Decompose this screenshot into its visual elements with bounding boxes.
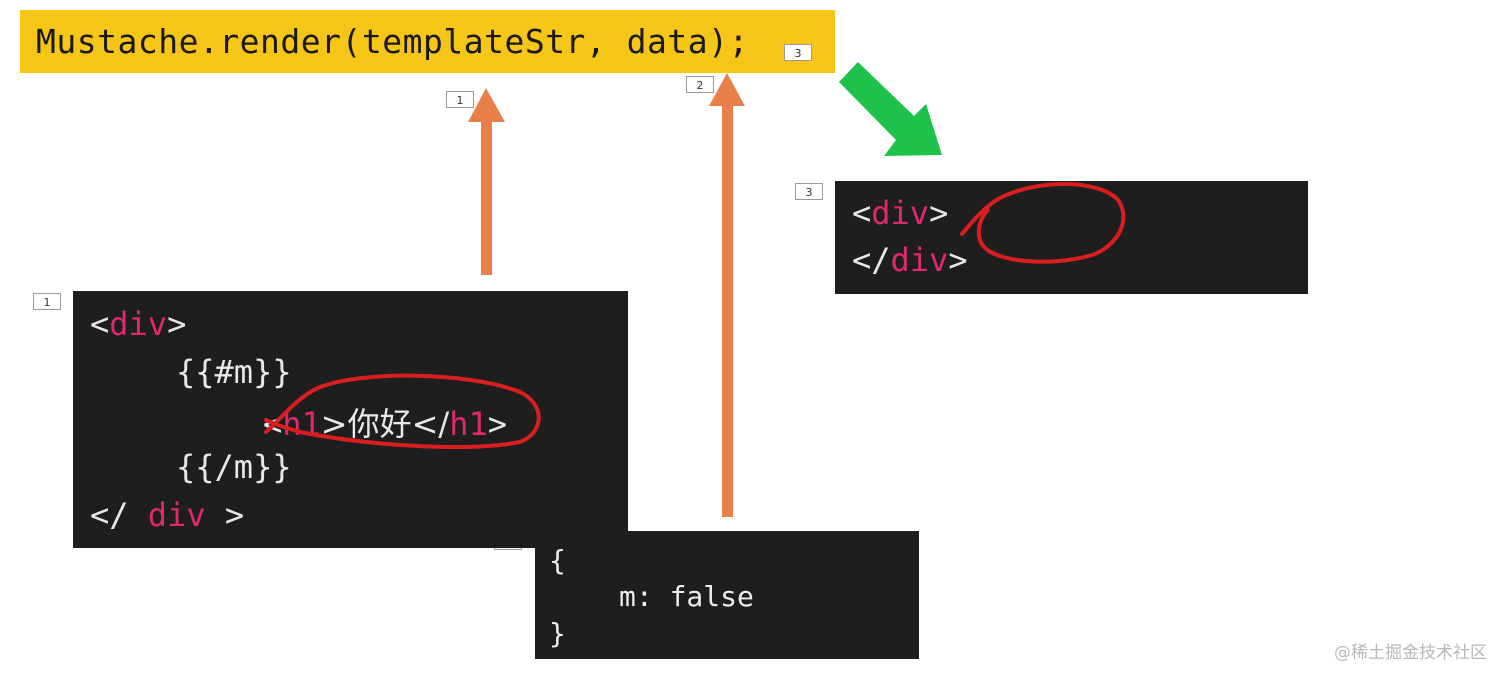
template-line-section-close: {{/m}} [176,448,292,486]
arrow-data-to-render [709,73,745,517]
data-line-open-brace: { [549,544,566,577]
template-step-label: 1 [33,293,61,310]
arrow-template-to-render [468,88,505,275]
highlight-h1-circle [264,373,541,449]
data-line-close-brace: } [549,617,566,650]
template-line-close-div: </ div > [90,496,245,534]
template-line-section-open: {{#m}} [176,353,292,391]
result-line-close-div: </div> [852,241,968,279]
template-line-open-div: <div> [90,305,187,343]
arrow-data-step-label: 2 [686,76,714,93]
render-output-step-label: 3 [784,44,812,61]
render-call-code: Mustache.render(templateStr, data); [36,22,749,61]
template-line-h1: <h1>你好</h1> [263,405,508,443]
data-code-panel: { m: false } [535,531,919,659]
data-line-m-false: m: false [619,580,754,613]
watermark-text: @稀土掘金技术社区 [1334,643,1487,663]
result-line-open-div: <div> [852,194,949,232]
result-step-label: 3 [795,183,823,200]
arrow-render-to-result [839,62,942,156]
render-call-banner: Mustache.render(templateStr, data); [20,10,835,73]
result-code-panel: <div> </div> [835,181,1308,294]
template-code-panel: <div> {{#m}} <h1>你好</h1> {{/m}} </ div > [73,291,628,548]
highlight-empty-result-circle [960,182,1126,264]
arrow-template-step-label: 1 [446,91,474,108]
